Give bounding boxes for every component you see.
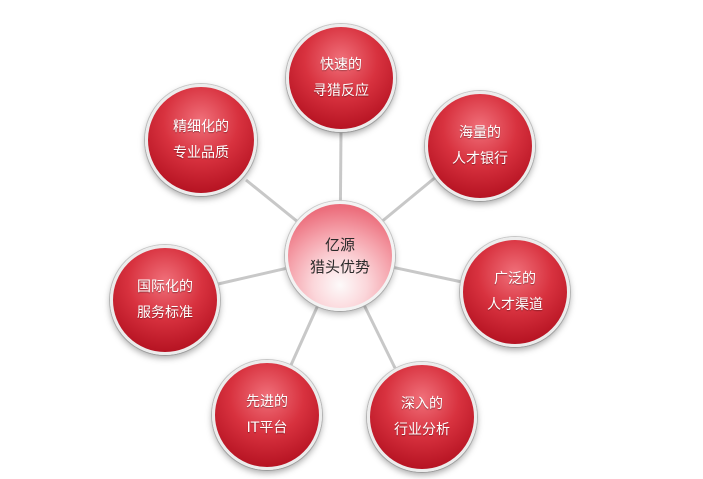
center-node: 亿源 猎头优势 <box>285 201 395 311</box>
node-talent-channels-line1: 广泛的 <box>494 271 536 287</box>
node-industry-analysis-line1: 深入的 <box>401 396 443 412</box>
center-node-line1: 亿源 <box>324 236 355 254</box>
node-professional-quality-line1: 精细化的 <box>173 119 229 135</box>
node-talent-bank-line1: 海量的 <box>459 125 501 141</box>
node-talent-bank-line2: 人才银行 <box>452 151 508 167</box>
node-intl-service-line2: 服务标准 <box>137 305 193 321</box>
node-industry-analysis: 深入的 行业分析 <box>367 362 477 472</box>
node-it-platform-line2: IT平台 <box>246 420 288 436</box>
node-industry-analysis-line2: 行业分析 <box>394 422 450 438</box>
node-professional-quality: 精细化的 专业品质 <box>145 84 257 196</box>
node-talent-channels: 广泛的 人才渠道 <box>460 237 570 347</box>
center-node-line2: 猎头优势 <box>309 258 370 276</box>
node-it-platform-line1: 先进的 <box>246 394 288 410</box>
node-fast-search: 快速的 寻猎反应 <box>286 24 396 132</box>
node-it-platform: 先进的 IT平台 <box>212 360 322 470</box>
node-intl-service: 国际化的 服务标准 <box>110 245 220 355</box>
node-intl-service-line1: 国际化的 <box>137 279 193 295</box>
node-professional-quality-line2: 专业品质 <box>173 145 229 161</box>
node-fast-search-line1: 快速的 <box>320 57 362 73</box>
node-fast-search-line2: 寻猎反应 <box>313 83 369 99</box>
node-talent-channels-line2: 人才渠道 <box>487 297 543 313</box>
node-talent-bank: 海量的 人才银行 <box>425 91 535 201</box>
